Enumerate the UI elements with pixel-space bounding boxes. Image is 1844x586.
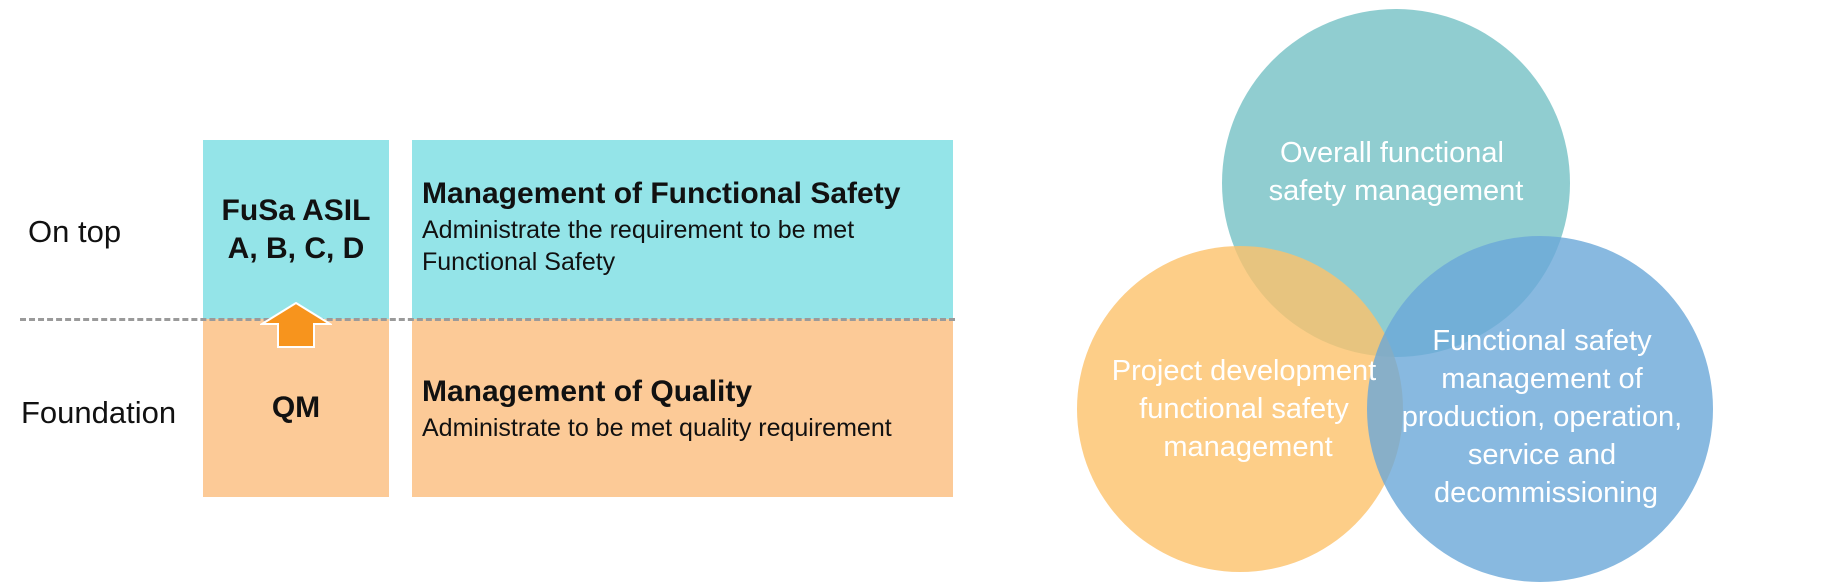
fusa-asil-box: FuSa ASIL A, B, C, D <box>203 140 389 319</box>
circle-project <box>1077 246 1403 572</box>
quality-box: Management of Quality Administrate to be… <box>412 319 953 497</box>
functional-safety-desc-line2: Functional Safety <box>422 248 616 276</box>
project-text: Project development functional safety ma… <box>1112 355 1384 463</box>
overall-text: Overall functional safety management <box>1269 137 1524 207</box>
production-line-5: decommissioning <box>1434 477 1658 509</box>
project-line-2: functional safety <box>1139 393 1349 425</box>
functional-safety-box: Management of Functional Safety Administ… <box>412 140 953 319</box>
fusa-asil-line2: A, B, C, D <box>227 231 365 265</box>
functional-safety-desc-line1: Administrate the requirement to be met <box>422 216 855 244</box>
on-top-label: On top <box>28 214 122 249</box>
production-text: Functional safety management of producti… <box>1402 325 1691 509</box>
foundation-label: Foundation <box>21 395 177 430</box>
overall-line-2: safety management <box>1269 175 1524 207</box>
quality-title: Management of Quality <box>422 375 753 408</box>
quality-desc-line1: Administrate to be met quality requireme… <box>422 414 892 442</box>
functional-safety-title: Management of Functional Safety <box>422 177 901 210</box>
production-line-3: production, operation, <box>1402 401 1683 433</box>
qm-label: QM <box>271 391 321 424</box>
fusa-asil-line1: FuSa ASIL <box>221 193 371 227</box>
layer-divider <box>20 318 955 321</box>
overall-line-1: Overall functional <box>1280 137 1504 169</box>
production-line-4: service and <box>1468 439 1616 471</box>
production-line-2: management of <box>1441 363 1643 395</box>
project-line-3: management <box>1163 431 1332 463</box>
project-line-1: Project development <box>1112 355 1376 387</box>
up-arrow-icon <box>260 302 332 348</box>
qm-box: QM <box>203 319 389 497</box>
production-line-1: Functional safety <box>1432 325 1652 357</box>
circle-production <box>1367 236 1713 582</box>
